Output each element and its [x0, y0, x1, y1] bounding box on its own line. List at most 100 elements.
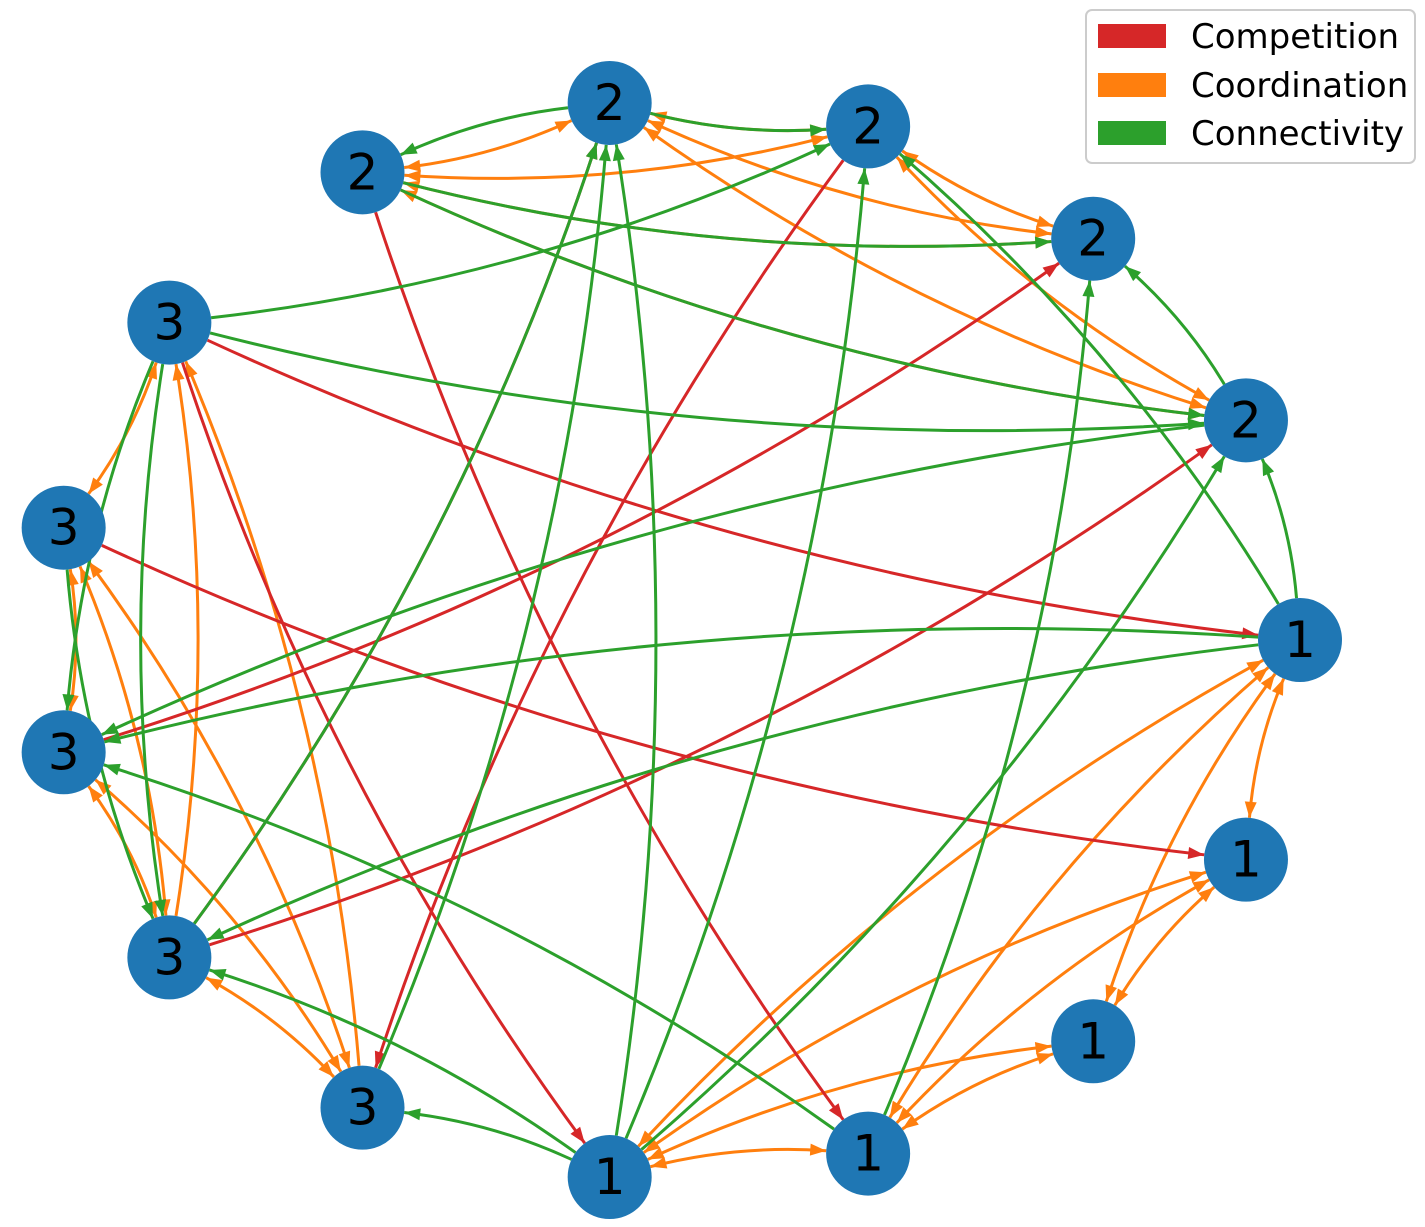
edge-arrowhead	[1244, 801, 1257, 818]
edge-arrowhead	[318, 1061, 334, 1077]
edge-coordination	[647, 1041, 1052, 1161]
node-label: 2	[594, 74, 626, 132]
graph-node: 2	[1203, 378, 1288, 463]
edge-coordination	[404, 119, 573, 172]
edge-line	[374, 211, 845, 1121]
edge-competition	[206, 338, 1259, 640]
edge-arrowhead	[896, 1107, 913, 1123]
edge-connectivity	[402, 181, 1052, 249]
edge-line	[94, 778, 343, 1073]
edge-coordination	[901, 1052, 1054, 1131]
edge-line	[647, 1044, 1052, 1161]
edge-arrowhead	[88, 561, 103, 578]
edge-arrowhead	[66, 569, 79, 586]
edge-arrowhead	[809, 1143, 827, 1156]
legend-label-coordination: Coordination	[1191, 66, 1408, 106]
edge-arrowhead	[404, 1108, 421, 1121]
edge-competition	[181, 362, 586, 1145]
edge-arrowhead	[141, 901, 154, 919]
edge-arrowhead	[1252, 667, 1269, 683]
graph-node: 2	[320, 130, 405, 215]
edge-arrowhead	[570, 1126, 585, 1144]
legend-label-competition: Competition	[1191, 17, 1399, 57]
edge-line	[101, 423, 1205, 737]
edge-line	[901, 149, 1054, 228]
edge-coordination	[1244, 678, 1286, 818]
edge-line	[193, 142, 598, 925]
edge-line	[883, 280, 1092, 1116]
edge-coordination	[637, 658, 1264, 1148]
node-circle	[320, 1065, 405, 1150]
edge-connectivity	[898, 152, 1280, 605]
graph-node: 2	[826, 84, 911, 169]
edge-line	[650, 111, 827, 133]
edge-line	[103, 627, 1259, 744]
node-label: 1	[1284, 611, 1316, 669]
node-circle	[1051, 999, 1136, 1084]
edge-connectivity	[883, 280, 1095, 1116]
node-label: 1	[1077, 1012, 1109, 1070]
node-circle	[1258, 598, 1342, 682]
edge-coordination	[87, 560, 351, 1069]
edge-arrowhead	[1260, 673, 1276, 691]
node-circle	[21, 485, 106, 570]
edge-competition	[374, 211, 845, 1121]
node-label: 1	[852, 1125, 884, 1183]
edge-line	[898, 152, 1280, 605]
edge-line	[184, 360, 361, 1066]
edge-arrowhead	[1195, 444, 1212, 460]
edge-line	[642, 870, 1207, 1154]
edge-coordination	[901, 149, 1054, 228]
edges-layer	[62, 106, 1299, 1169]
edge-arrowhead	[598, 144, 611, 162]
edge-arrowhead	[62, 693, 75, 711]
node-label: 3	[48, 499, 80, 557]
edge-line	[1104, 672, 1277, 1002]
edge-connectivity	[101, 423, 1205, 737]
edge-arrowhead	[643, 1138, 661, 1153]
legend: Competition Coordination Connectivity	[1085, 9, 1416, 164]
edge-connectivity	[612, 144, 658, 1136]
node-label: 3	[153, 294, 185, 352]
edge-line	[210, 142, 831, 320]
edge-connectivity	[210, 142, 831, 320]
edge-arrowhead	[554, 120, 572, 133]
edge-connectivity	[209, 331, 1205, 433]
edge-arrowhead	[1188, 871, 1206, 883]
graph-node: 3	[21, 710, 106, 795]
node-label: 3	[153, 928, 185, 986]
node-circle	[567, 60, 652, 145]
edge-arrowhead	[338, 1050, 351, 1068]
edge-arrowhead	[101, 722, 119, 735]
edge-coordination	[205, 976, 335, 1078]
legend-frame	[1085, 9, 1416, 164]
edge-arrowhead	[896, 157, 913, 173]
edge-arrowhead	[209, 969, 227, 981]
edge-line	[647, 119, 1052, 236]
legend-swatch-coordination	[1098, 73, 1166, 97]
edge-line	[181, 362, 586, 1145]
edge-line	[377, 144, 608, 1070]
edge-line	[209, 331, 1205, 433]
edge-connectivity	[103, 627, 1259, 744]
node-circle	[1203, 378, 1288, 463]
edge-arrowhead	[327, 1054, 341, 1072]
edge-arrowhead	[902, 1114, 919, 1130]
node-circle	[1203, 817, 1288, 902]
graph-node: 2	[567, 60, 652, 145]
edge-arrowhead	[612, 144, 625, 162]
node-circle	[320, 130, 405, 215]
node-circle	[826, 84, 911, 169]
graph-node: 2	[1051, 196, 1136, 281]
edge-arrowhead	[1042, 263, 1060, 278]
edge-line	[404, 1110, 573, 1161]
edge-competition	[101, 543, 1205, 859]
edge-line	[1113, 885, 1216, 1007]
edge-arrowhead	[1262, 459, 1275, 477]
edge-line	[205, 976, 335, 1078]
edge-line	[400, 188, 1205, 418]
edge-arrowhead	[1034, 236, 1052, 249]
edge-coordination	[895, 878, 1210, 1124]
